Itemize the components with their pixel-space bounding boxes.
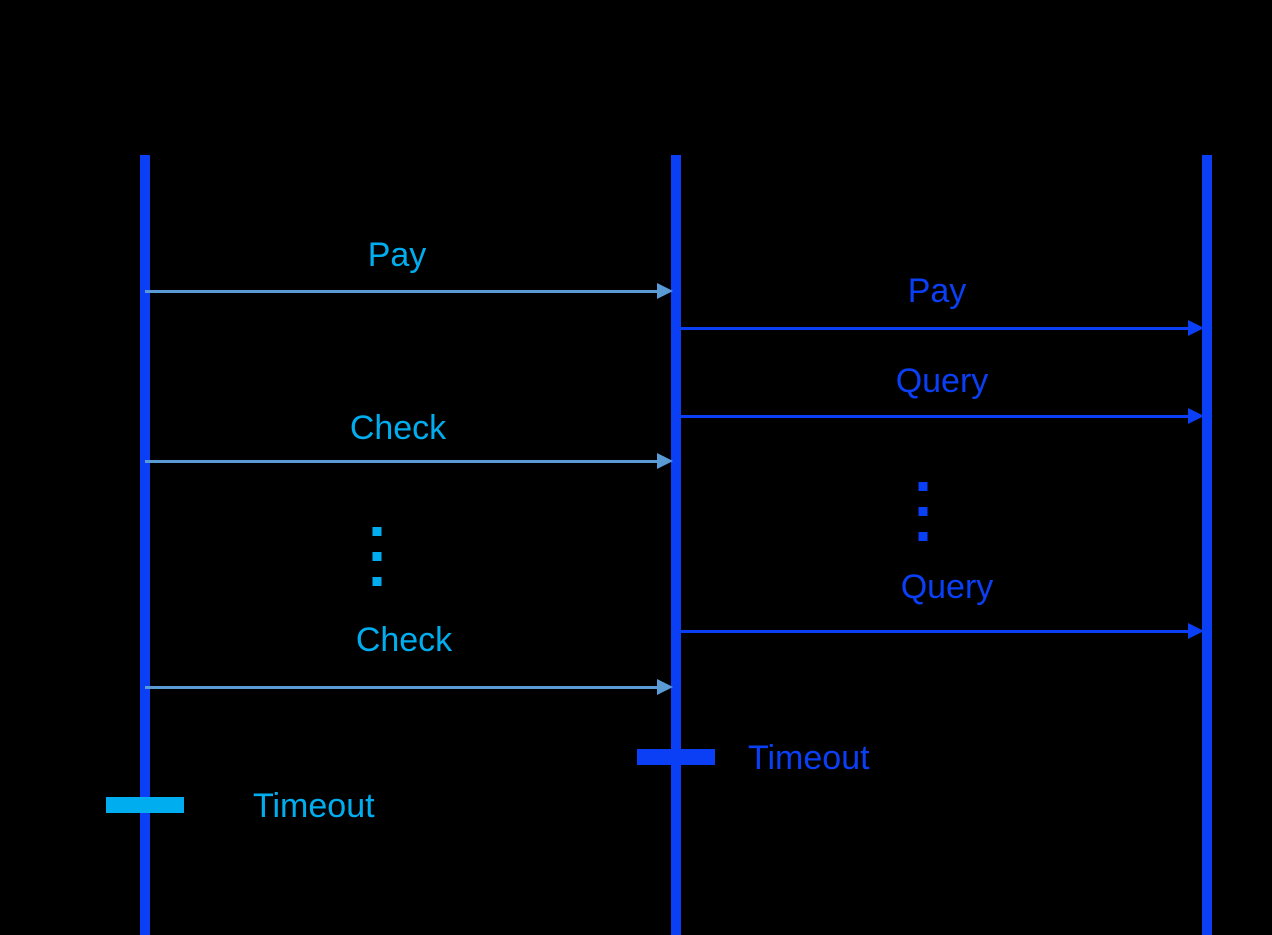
message-label-query-right-2: Query	[900, 568, 994, 606]
message-line-pay-right	[676, 327, 1196, 330]
ellipsis-dot	[372, 527, 382, 536]
message-arrowhead-pay-right	[1188, 320, 1204, 336]
message-line-check-left-2	[145, 686, 665, 689]
message-line-check-left-1	[145, 460, 665, 463]
timeout-marker-left	[106, 797, 184, 813]
message-arrowhead-check-left-2	[657, 679, 673, 695]
message-line-pay-left	[145, 290, 665, 293]
message-label-pay-right: Pay	[907, 272, 967, 310]
ellipsis-dot	[918, 507, 928, 516]
lifeline-left	[140, 155, 150, 935]
message-label-check-left-1: Check	[349, 409, 447, 447]
message-arrowhead-query-right-2	[1188, 623, 1204, 639]
message-label-query-right-1: Query	[895, 362, 989, 400]
timeout-marker-middle	[637, 749, 715, 765]
lifeline-middle	[671, 155, 681, 935]
ellipsis-left	[372, 527, 382, 602]
message-line-query-right-1	[676, 415, 1196, 418]
message-arrowhead-check-left-1	[657, 453, 673, 469]
lifeline-right	[1202, 155, 1212, 935]
message-line-query-right-2	[676, 630, 1196, 633]
message-arrowhead-pay-left	[657, 283, 673, 299]
message-label-check-left-2: Check	[355, 621, 453, 659]
ellipsis-dot	[372, 577, 382, 586]
ellipsis-dot	[372, 552, 382, 561]
message-label-pay-left: Pay	[367, 236, 427, 274]
ellipsis-dot	[918, 532, 928, 541]
timeout-label-middle: Timeout	[748, 739, 870, 777]
ellipsis-right	[918, 482, 928, 557]
timeout-label-left: Timeout	[253, 787, 375, 825]
message-arrowhead-query-right-1	[1188, 408, 1204, 424]
ellipsis-dot	[918, 482, 928, 491]
